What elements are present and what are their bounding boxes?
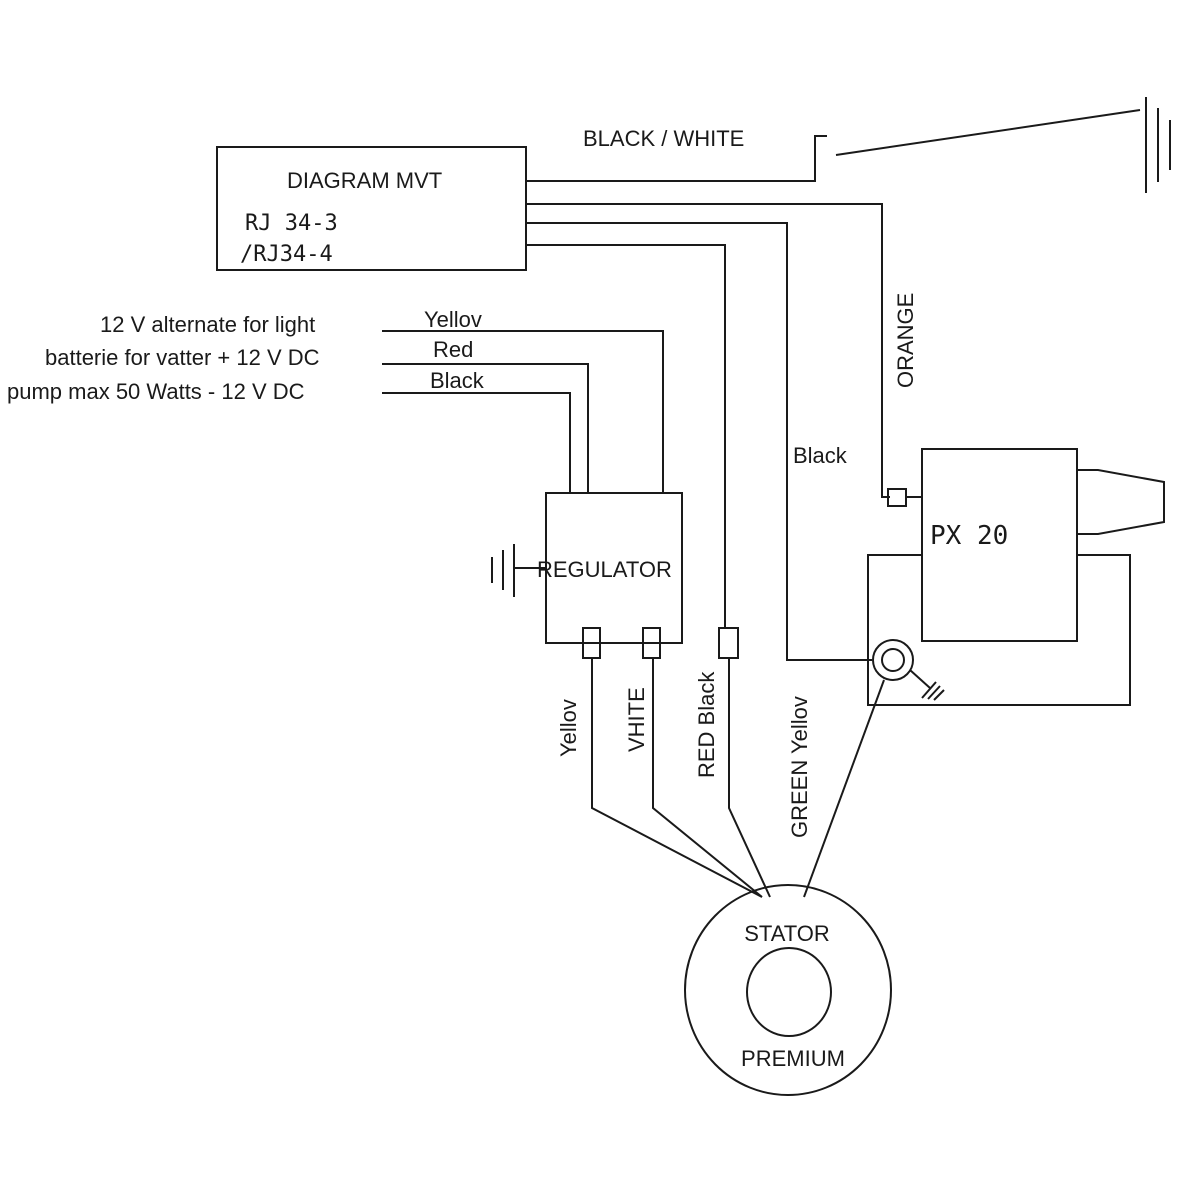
orange-connector — [887, 488, 907, 507]
ground-symbol-regulator — [491, 544, 515, 597]
ring-terminal-inner — [881, 648, 905, 672]
switch-lever — [835, 109, 1141, 156]
stator-green-yellow-wire — [803, 679, 885, 898]
orange-wire-label: ORANGE — [893, 293, 918, 388]
battery-red-wire — [382, 363, 589, 493]
px20-ground-loop — [867, 554, 1131, 706]
black-white-wire — [526, 135, 827, 182]
ring-terminal — [872, 639, 945, 701]
battery-output-description: batterie for vatter + 12 V DC — [45, 345, 320, 370]
red-black-wire-upper — [526, 244, 726, 628]
ground-hatch-icon — [921, 681, 945, 701]
mvt-model-line2: /RJ34-4 — [240, 242, 333, 267]
stator-model-label: PREMIUM — [741, 1046, 845, 1071]
ring-terminal-ground-lead — [909, 669, 931, 689]
green-yellow-wire-label: GREEN Yellov — [787, 696, 812, 838]
light-output-description: 12 V alternate for light — [100, 312, 315, 337]
ground-symbol-switch — [1145, 97, 1171, 193]
stator-white-wire — [652, 658, 763, 898]
pump-wire-label: Black — [430, 368, 485, 393]
black-wire — [526, 222, 872, 661]
pump-output-description: pump max 50 Watts - 12 V DC — [7, 379, 305, 404]
ring-terminal-outer — [872, 639, 914, 681]
regulator: REGULATOR — [491, 492, 683, 659]
light-wire-label: Yellov — [424, 307, 482, 332]
battery-wire-label: Red — [433, 337, 473, 362]
red-black-connector — [718, 627, 739, 659]
px20-box — [921, 448, 1078, 642]
stator-label: STATOR — [744, 921, 830, 946]
stator-inner-ring — [746, 947, 832, 1037]
stator-yellow-wire — [591, 658, 763, 898]
stator-red-black-wire — [728, 658, 771, 898]
white-wire-label: VHITE — [624, 687, 649, 752]
yellow-wire-label: Yellov — [556, 699, 581, 757]
output-lines: 12 V alternate for light Yellov batterie… — [7, 307, 664, 493]
mvt-box — [216, 146, 527, 271]
stator-outer-ring — [684, 884, 892, 1096]
px20-ignition: PX 20 — [867, 448, 1165, 706]
orange-wire — [526, 203, 890, 498]
regulator-label: REGULATOR — [537, 557, 672, 582]
light-yellow-wire — [382, 330, 664, 493]
mvt-title: DIAGRAM MVT — [287, 168, 442, 193]
px20-label: PX 20 — [930, 521, 1008, 551]
pump-black-wire — [382, 392, 571, 493]
stator: STATOR PREMIUM — [684, 884, 892, 1096]
black-white-label: BLACK / WHITE — [583, 126, 744, 151]
mvt-model-line1: RJ 34-3 — [245, 211, 338, 236]
kill-switch-circuit: BLACK / WHITE — [526, 97, 1171, 193]
mvt-module: DIAGRAM MVT RJ 34-3 /RJ34-4 — [216, 146, 527, 271]
red-black-wire-label: RED Black — [694, 671, 719, 778]
regulator-white-terminal — [642, 627, 661, 659]
black-wire-label: Black — [793, 443, 848, 468]
spark-plug-cap — [1076, 469, 1165, 535]
